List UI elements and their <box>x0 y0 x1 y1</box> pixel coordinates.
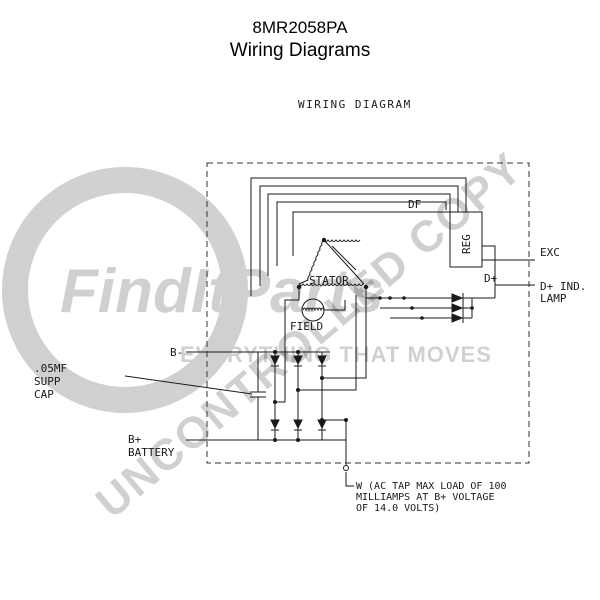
negative-diodes <box>270 352 327 440</box>
battery-label: BATTERY <box>128 446 175 459</box>
exc-label: EXC <box>540 246 560 259</box>
w-leader <box>345 472 354 487</box>
b-minus-label: B- <box>170 346 183 359</box>
watermark-circle <box>2 167 248 413</box>
stator-node-top <box>321 237 327 243</box>
d-plus-label: D+ <box>484 272 498 285</box>
page-subtitle: Wiring Diagrams <box>229 40 371 61</box>
suppression-capacitor <box>124 352 266 440</box>
field-wire <box>324 300 346 311</box>
w-terminal <box>343 465 349 471</box>
b-plus-wiring <box>186 419 347 466</box>
part-number: 8MR2058PA <box>252 18 348 37</box>
watermark-stamp-text: UNCONTROLLED COPY <box>87 143 532 528</box>
df-label: DF <box>408 198 421 211</box>
diagram-heading: WIRING DIAGRAM <box>298 98 412 111</box>
regulator-label: REG <box>460 234 473 254</box>
diode-trio-nodes <box>378 296 474 320</box>
diode-trio-diodes <box>451 293 472 323</box>
cap-value-label: .05MF <box>34 362 67 375</box>
stator-winding <box>298 239 365 286</box>
housing-outline <box>206 162 530 464</box>
w-label-line3: OF 14.0 VOLTS) <box>356 503 440 514</box>
stator-label: STATOR <box>309 274 349 287</box>
positive-diodes <box>270 419 327 431</box>
d-plus-wire <box>482 245 535 286</box>
watermark-stamp: UNCONTROLLED COPY <box>87 143 532 528</box>
cap-supp-label: SUPP <box>34 375 61 388</box>
w-label-line2: MILLIAMPS AT B+ VOLTAGE <box>356 492 494 503</box>
w-label-line1: W (AC TAP MAX LOAD OF 100 <box>356 481 507 492</box>
d-plus-lamp-label: LAMP <box>540 292 567 305</box>
field-label: FIELD <box>290 320 323 333</box>
b-plus-label: B+ <box>128 433 142 446</box>
field-coil-winding <box>302 307 325 312</box>
watermark-tagline: EVERYTHING THAT MOVES <box>180 342 492 367</box>
df-wiring <box>250 177 467 296</box>
d-plus-ind-label: D+ IND. <box>540 280 586 293</box>
stator-leads <box>275 287 367 403</box>
watermark-logo: FindItParts <box>60 257 384 326</box>
watermark: FindItParts EVERYTHING THAT MOVES <box>2 167 492 413</box>
cap-cap-label: CAP <box>34 388 54 401</box>
